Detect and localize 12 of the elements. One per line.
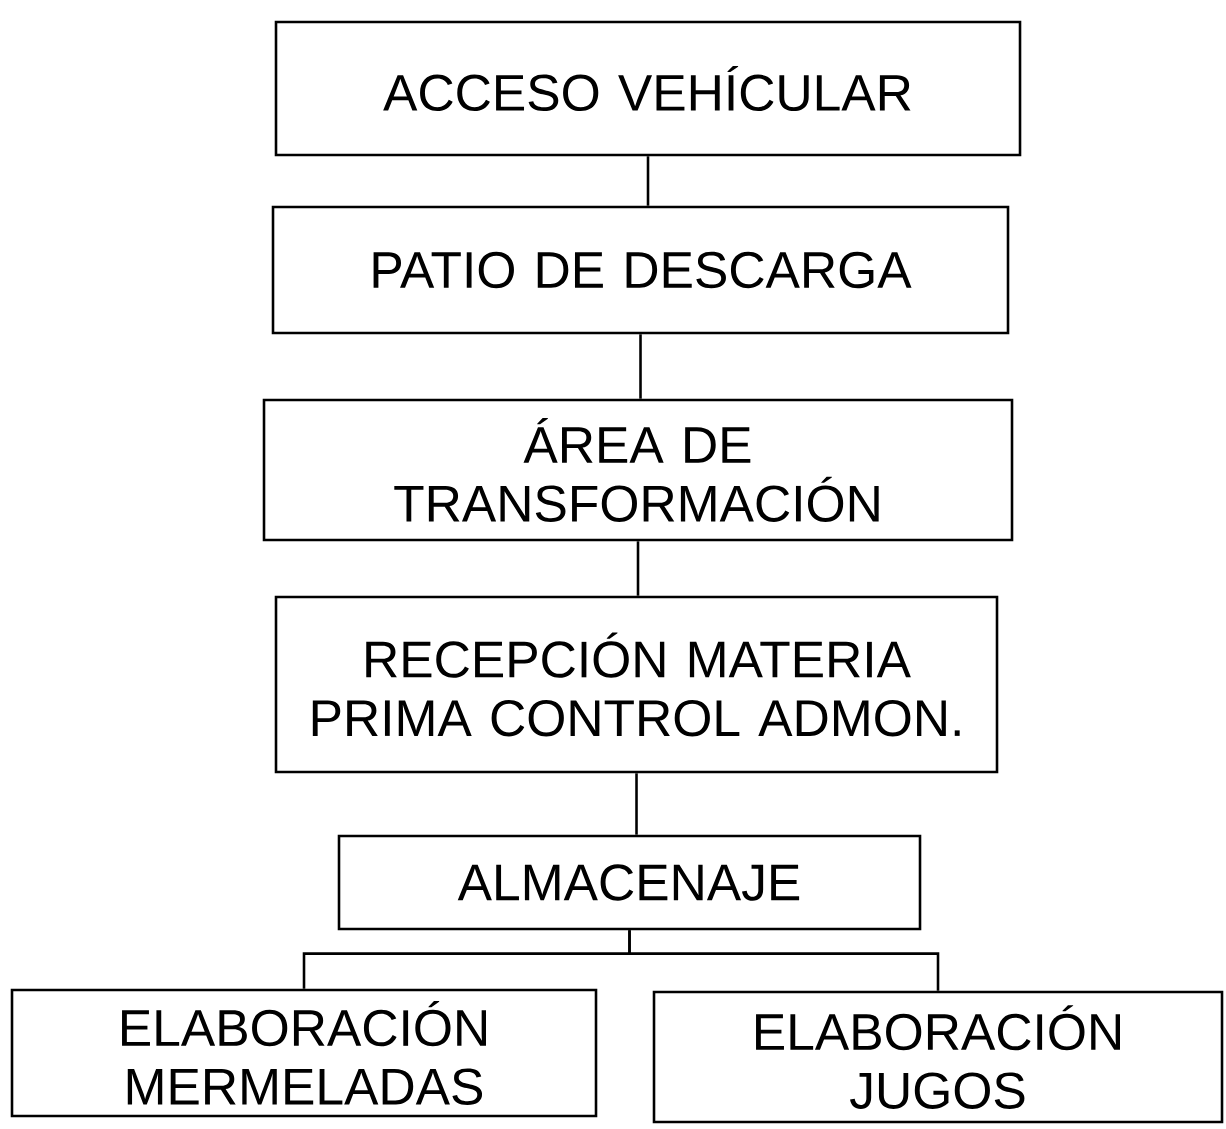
process-box: ÁREA DE TRANSFORMACIÓN (262, 398, 1014, 542)
process-box: ELABORACIÓN JUGOS (652, 990, 1224, 1124)
connector-line (635, 773, 638, 835)
process-box: RECEPCIÓN MATERIA PRIMA CONTROL ADMON. (274, 595, 999, 774)
process-box: ELABORACIÓN MERMELADAS (10, 988, 598, 1118)
connector-line (646, 156, 650, 206)
process-box: ALMACENAJE (337, 834, 922, 931)
connector-line (628, 930, 940, 991)
process-box: ACCESO VEHÍCULAR (274, 20, 1022, 157)
connector-line (639, 334, 642, 399)
process-box: PATIO DE DESCARGA (271, 205, 1010, 335)
connector-line (636, 541, 640, 596)
